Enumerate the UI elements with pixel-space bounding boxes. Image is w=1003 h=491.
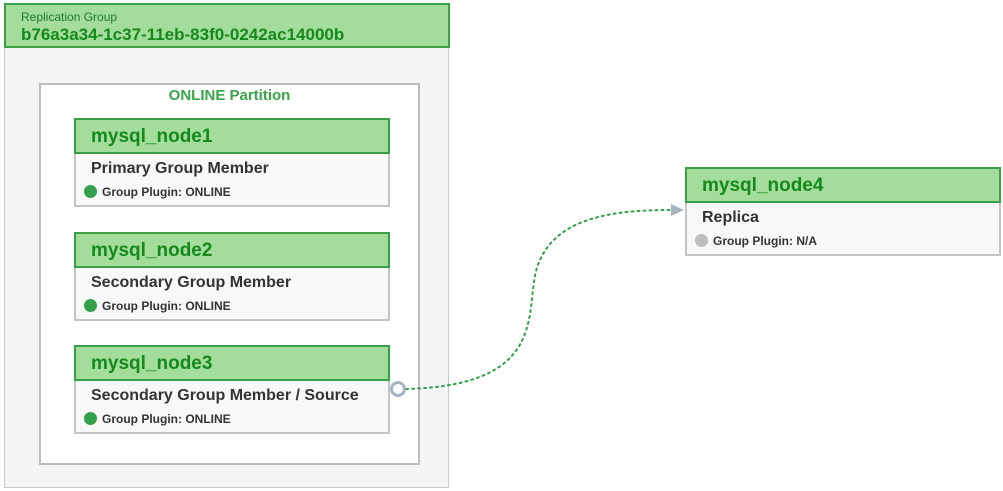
node-header: mysql_node3 (74, 345, 390, 381)
replication-group-header: Replication Group b76a3a34-1c37-11eb-83f… (4, 3, 450, 48)
node-name: mysql_node2 (91, 240, 213, 261)
node-role: Secondary Group Member / Source (91, 387, 359, 404)
status-dot-icon (695, 234, 708, 247)
node-role: Secondary Group Member (91, 274, 292, 291)
node-card-mysql-node4[interactable]: mysql_node4 Replica Group Plugin: N/A (685, 167, 1001, 256)
node-header: mysql_node1 (74, 118, 390, 154)
arrowhead-icon (671, 204, 684, 216)
node-header: mysql_node2 (74, 232, 390, 268)
partition-title: ONLINE Partition (168, 87, 291, 104)
status-dot-icon (84, 299, 97, 312)
node-card-mysql-node1[interactable]: mysql_node1 Primary Group Member Group P… (74, 118, 390, 207)
node-name: mysql_node1 (91, 126, 213, 147)
replication-link-line (405, 209, 673, 390)
status-text: Group Plugin: ONLINE (102, 412, 231, 426)
status-text: Group Plugin: ONLINE (102, 185, 231, 199)
node-card-mysql-node2[interactable]: mysql_node2 Secondary Group Member Group… (74, 232, 390, 321)
replication-group-caption: Replication Group (21, 10, 118, 24)
status-dot-icon (84, 185, 97, 198)
source-endpoint-icon[interactable] (390, 381, 406, 397)
node-card-mysql-node3[interactable]: mysql_node3 Secondary Group Member / Sou… (74, 345, 390, 434)
node-name: mysql_node3 (91, 353, 213, 374)
node-name: mysql_node4 (702, 175, 824, 196)
status-text: Group Plugin: N/A (713, 234, 817, 248)
node-header: mysql_node4 (685, 167, 1001, 203)
replication-group-id: b76a3a34-1c37-11eb-83f0-0242ac14000b (21, 25, 345, 44)
node-role: Primary Group Member (91, 160, 269, 177)
status-text: Group Plugin: ONLINE (102, 299, 231, 313)
node-role: Replica (702, 209, 759, 226)
status-dot-icon (84, 412, 97, 425)
